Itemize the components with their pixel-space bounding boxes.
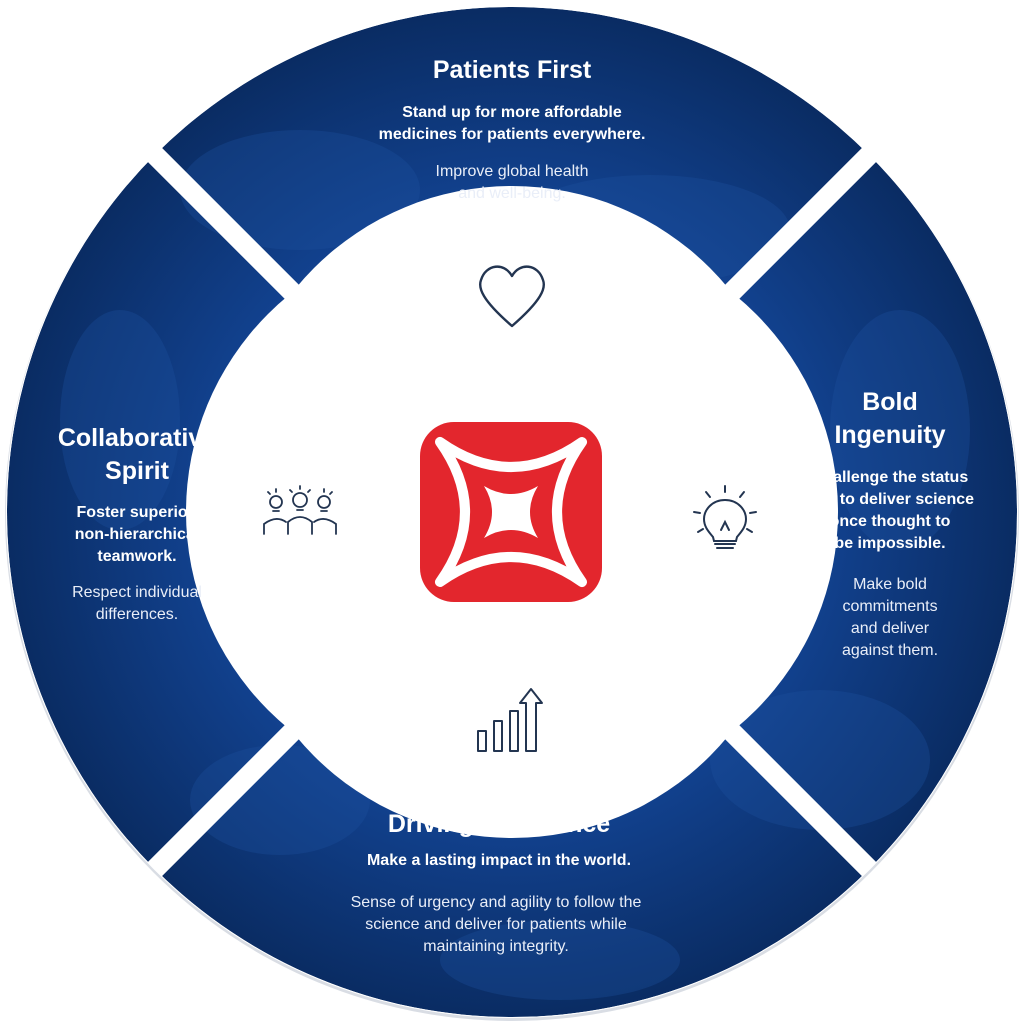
rising-bar-chart-icon — [477, 688, 543, 752]
patients-first-title: Patients First — [432, 56, 592, 84]
collaborative-spirit-detail: Respect individual differences. — [72, 584, 202, 623]
driving-excellence-title: Driving Excellence — [387, 810, 611, 838]
team-ideas-icon — [263, 485, 337, 535]
bold-ingenuity-statement: Challenge the status quo to deliver scie… — [805, 469, 975, 552]
collaborative-spirit-statement: Foster superior, non-hierarchical teamwo… — [74, 504, 200, 565]
heart-icon — [479, 265, 545, 328]
bold-ingenuity-title: Bold Ingenuity — [834, 388, 946, 449]
bold-ingenuity-detail: Make bold commitments and deliver agains… — [841, 576, 939, 659]
driving-excellence-detail: Sense of urgency and agility to follow t… — [350, 894, 642, 955]
driving-excellence-statement: Make a lasting impact in the world. — [366, 852, 632, 869]
patients-first-statement: Stand up for more affordable medicines f… — [378, 104, 646, 143]
patients-first-detail: Improve global health and well-being. — [435, 163, 589, 202]
collaborative-spirit-title: Collaborative Spirit — [57, 424, 217, 485]
red-four-point-star-logo — [420, 422, 602, 602]
lightbulb-icon — [693, 485, 757, 549]
